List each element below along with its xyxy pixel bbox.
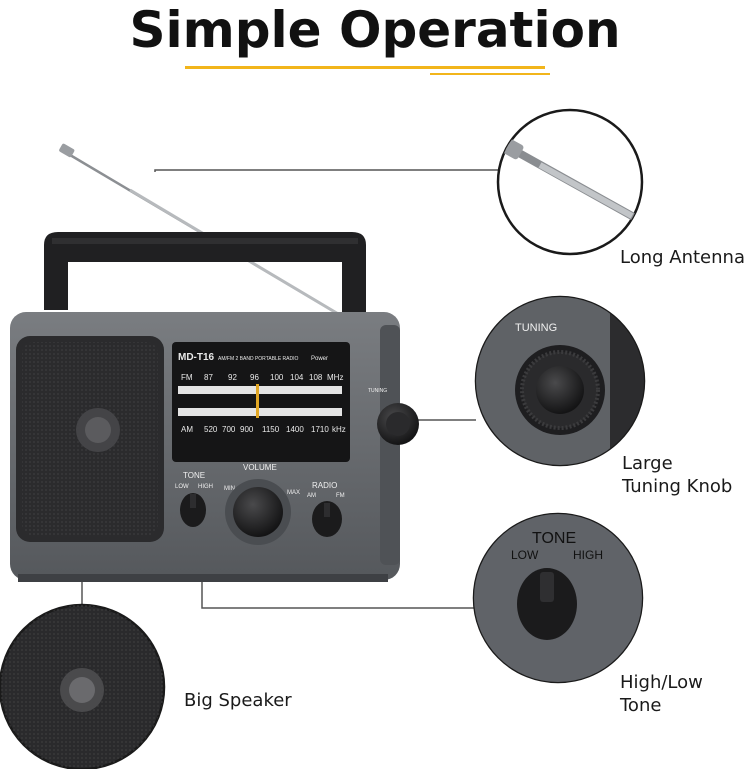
am-label: AM bbox=[181, 425, 193, 434]
am-scale-1400: 1400 bbox=[286, 425, 304, 434]
model-label: MD-T16 bbox=[178, 352, 215, 363]
control-panel: TONE LOW HIGH VOLUME MIN MAX RADIO AM FM… bbox=[175, 388, 419, 545]
tone-knob[interactable] bbox=[180, 493, 206, 527]
tone-caption-line2: Tone bbox=[620, 695, 662, 716]
speaker-zoom bbox=[0, 603, 166, 769]
fm-label: FM bbox=[181, 373, 193, 382]
zoom-tone-low: LOW bbox=[511, 548, 539, 562]
fm-scale-87: 87 bbox=[204, 373, 213, 382]
band-fm-label: FM bbox=[336, 493, 345, 499]
antenna-caption: Long Antenna bbox=[620, 247, 745, 268]
page-title: Simple Operation bbox=[129, 1, 621, 59]
radio-handle bbox=[44, 232, 366, 312]
antenna-zoom bbox=[496, 108, 644, 256]
fm-scale-108: 108 bbox=[309, 373, 323, 382]
am-unit: kHz bbox=[332, 425, 346, 434]
fm-scale-104: 104 bbox=[290, 373, 304, 382]
front-speaker bbox=[16, 336, 164, 542]
volume-knob[interactable] bbox=[233, 487, 283, 537]
band-am-label: AM bbox=[307, 493, 316, 499]
speaker-caption: Big Speaker bbox=[184, 690, 292, 711]
title-underline bbox=[185, 66, 545, 69]
zoom-tone-label: TONE bbox=[532, 530, 576, 547]
am-scale-520: 520 bbox=[204, 425, 218, 434]
tuning-dial: MD-T16 AM/FM 2 BAND PORTABLE RADIO Power… bbox=[172, 342, 350, 462]
radio-label: RADIO bbox=[312, 481, 337, 490]
band-selector-knob[interactable] bbox=[312, 501, 342, 537]
tuning-caption-line1: Large bbox=[622, 453, 673, 474]
tuning-caption-line2: Tuning Knob bbox=[622, 476, 733, 497]
fm-scale-96: 96 bbox=[250, 373, 259, 382]
band-text: AM/FM 2 BAND PORTABLE RADIO bbox=[218, 356, 298, 362]
title-underline-accent bbox=[430, 73, 550, 75]
fm-unit: MHz bbox=[327, 373, 343, 382]
am-scale-1150: 1150 bbox=[262, 425, 280, 434]
antenna-callout-line bbox=[154, 169, 498, 172]
tone-high-label: HIGH bbox=[198, 484, 213, 490]
am-scale-1710: 1710 bbox=[311, 425, 329, 434]
am-scale-700: 700 bbox=[222, 425, 236, 434]
tone-low-label: LOW bbox=[175, 484, 189, 490]
volume-max-label: MAX bbox=[287, 490, 300, 496]
tone-label: TONE bbox=[183, 471, 205, 480]
am-scale-900: 900 bbox=[240, 425, 254, 434]
fm-scale-100: 100 bbox=[270, 373, 284, 382]
zoom-tone-high: HIGH bbox=[573, 548, 603, 562]
zoom-tuning-label: TUNING bbox=[515, 322, 557, 334]
volume-label: VOLUME bbox=[243, 463, 277, 472]
side-tuning-label: TUNING bbox=[368, 388, 387, 394]
tone-caption-line1: High/Low bbox=[620, 672, 703, 693]
volume-min-label: MIN bbox=[224, 486, 235, 492]
tone-zoom: TONE LOW HIGH bbox=[472, 512, 644, 684]
zoom-tone-knob bbox=[517, 568, 577, 640]
fm-scale-92: 92 bbox=[228, 373, 237, 382]
power-label: Power bbox=[311, 356, 328, 362]
